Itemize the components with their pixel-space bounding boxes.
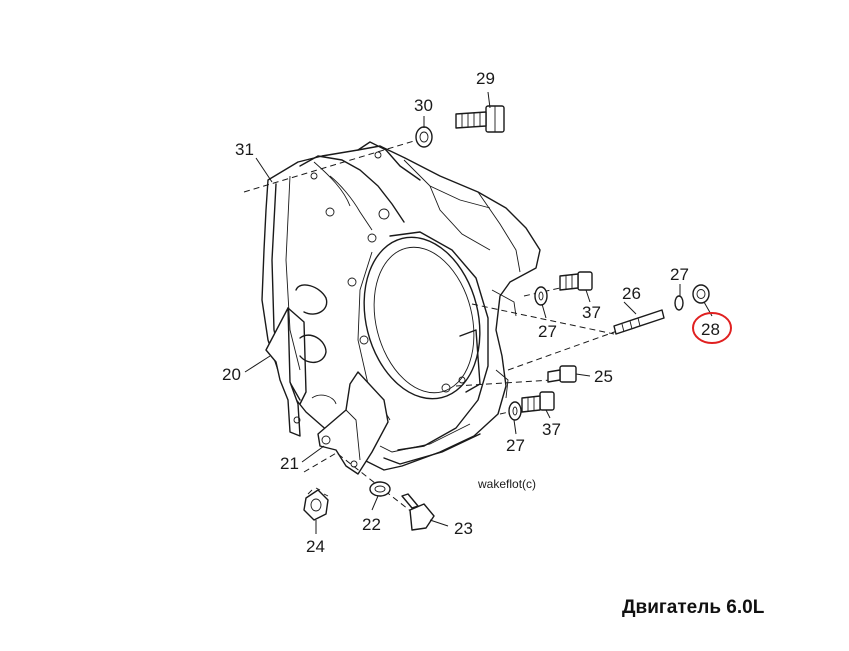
callout-30: 30	[414, 96, 433, 115]
bolt-part-25	[547, 365, 577, 383]
nut-part-28	[692, 284, 710, 304]
callout-21: 21	[280, 454, 299, 473]
callout-27-upper-stud: 27	[670, 265, 689, 284]
callout-22: 22	[362, 515, 381, 534]
bracket-part-20	[265, 307, 307, 437]
callout-31: 31	[235, 140, 254, 159]
callout-27-upper-washer: 27	[538, 322, 557, 341]
nut-part-24	[303, 487, 329, 521]
callout-27-lower: 27	[506, 436, 525, 455]
bolt-part-23	[401, 493, 435, 531]
highlight-ring-part-28	[692, 312, 732, 344]
washer-part-30	[415, 126, 433, 148]
stud-part-26	[613, 309, 665, 335]
bolt-part-37-upper	[559, 271, 593, 291]
callout-37-lower: 37	[542, 420, 561, 439]
washer-part-27-upper	[534, 286, 548, 306]
callout-25: 25	[594, 367, 613, 386]
callout-28: 28	[701, 320, 720, 339]
callout-26: 26	[622, 284, 641, 303]
bolt-part-29	[455, 105, 505, 133]
washer-part-27-stud	[674, 295, 684, 311]
callout-23: 23	[454, 519, 473, 538]
bell-housing	[261, 141, 541, 471]
washer-part-27-lower	[508, 401, 522, 421]
watermark-text: wakeflot(c)	[477, 477, 536, 491]
callout-24: 24	[306, 537, 325, 556]
callout-leader-lines	[244, 91, 713, 534]
engine-caption: Двигатель 6.0L	[622, 597, 765, 618]
callout-20: 20	[222, 365, 241, 384]
bracket-part-21	[317, 371, 389, 475]
washer-part-22	[369, 481, 391, 497]
bolt-part-37-lower	[521, 391, 555, 413]
callout-29: 29	[476, 69, 495, 88]
callout-37-upper: 37	[582, 303, 601, 322]
callout-labels: 29 30 31 27 26 28 27 37 20 25 27 37 21 2…	[222, 69, 720, 556]
